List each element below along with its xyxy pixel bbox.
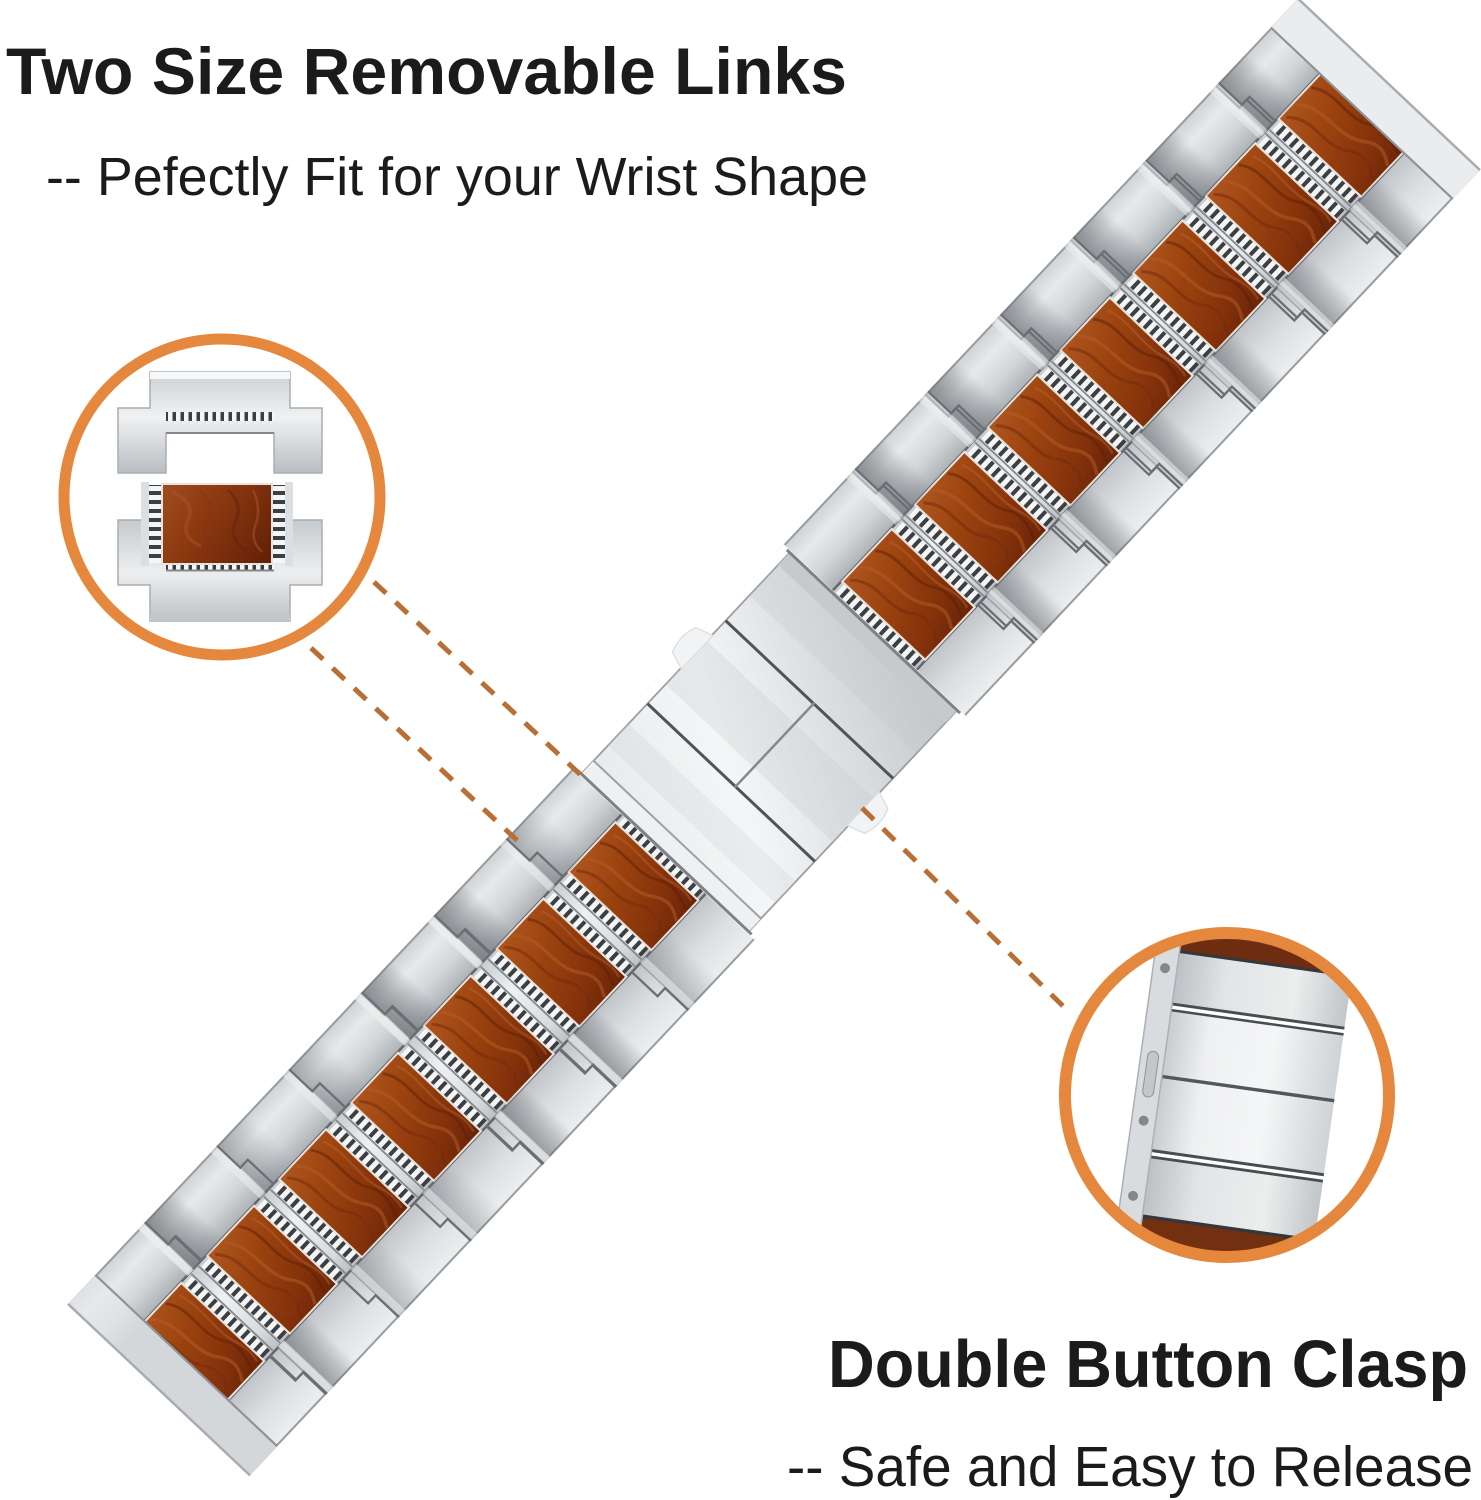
svg-text:Two Size Removable Links: Two Size Removable Links (6, 34, 847, 108)
svg-text:-- Safe and Easy to Release: -- Safe and Easy to Release (787, 1435, 1473, 1499)
svg-text:-- Pefectly Fit for your Wrist: -- Pefectly Fit for your Wrist Shape (46, 147, 868, 207)
svg-text:Double Button Clasp: Double Button Clasp (828, 1327, 1468, 1402)
